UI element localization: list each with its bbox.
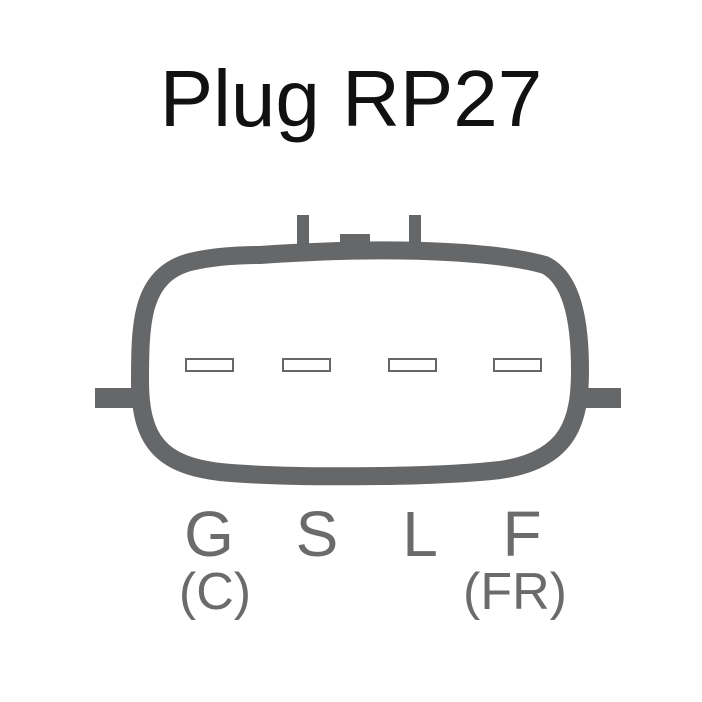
pin-sublabel-g: (C): [179, 563, 251, 621]
pin-slot-s: [282, 358, 331, 372]
flange-left: [95, 388, 143, 408]
pin-label-l: L: [402, 498, 438, 570]
pin-label-g: G: [184, 498, 234, 570]
diagram-title: Plug RP27: [160, 54, 542, 143]
pin-slots: [185, 358, 542, 372]
housing-outline: [131, 241, 589, 486]
pin-labels: G S L F (C) (FR): [179, 498, 567, 621]
connector-body: [95, 215, 621, 486]
pin-slot-l: [388, 358, 437, 372]
pin-sublabel-f: (FR): [463, 563, 567, 621]
pin-slot-f: [493, 358, 542, 372]
pin-slot-g: [185, 358, 234, 372]
pin-label-f: F: [502, 498, 541, 570]
pin-label-s: S: [296, 498, 339, 570]
